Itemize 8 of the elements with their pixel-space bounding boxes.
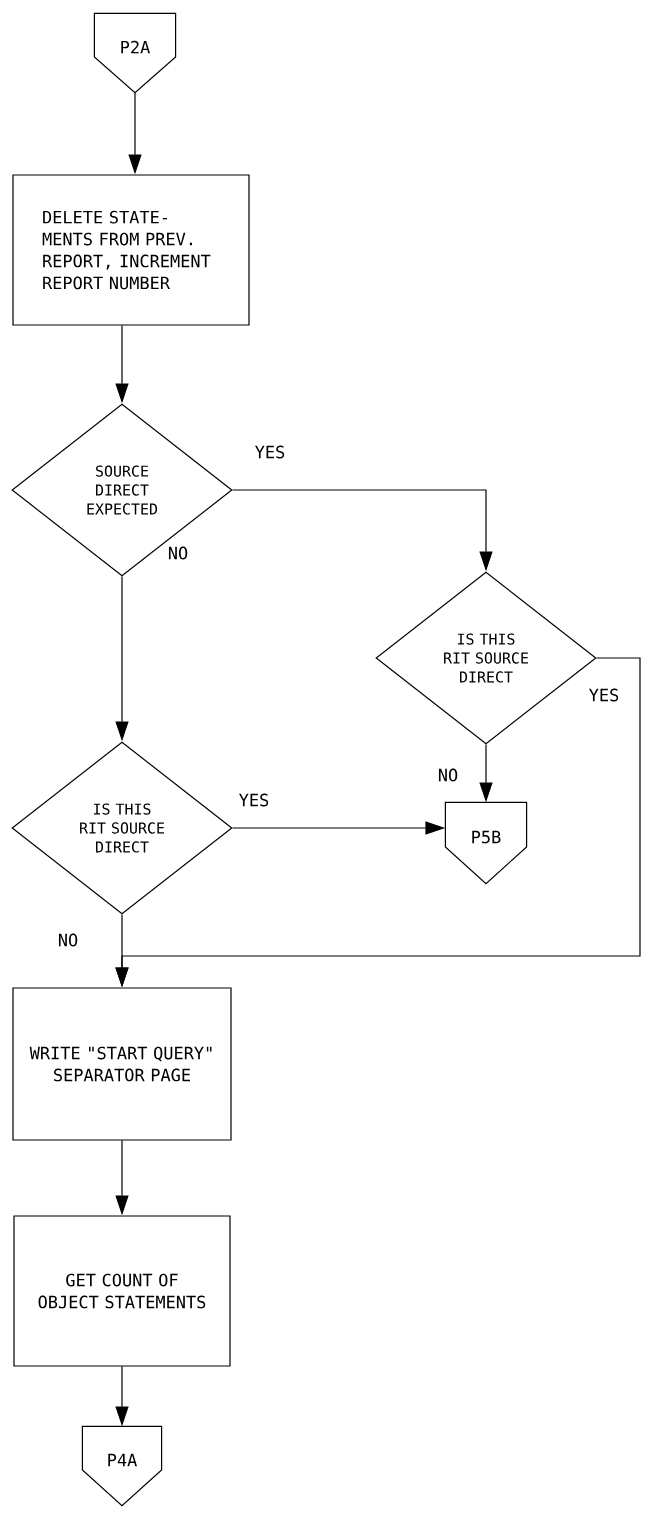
process-box: DELETE STATE- MENTS FROM PREV. REPORT, INCREMENT REPORT NUMBER (12, 174, 250, 326)
process-box: GET COUNT OF OBJECT STATEMENTS (13, 1215, 231, 1367)
edge-label: NO (166, 545, 190, 561)
edge-label: NO (436, 767, 460, 783)
edge-label: YES (237, 792, 271, 808)
process-box: WRITE "START QUERY" SEPARATOR PAGE (12, 987, 232, 1141)
edge-label: NO (56, 932, 80, 948)
edge-label: YES (253, 444, 287, 460)
